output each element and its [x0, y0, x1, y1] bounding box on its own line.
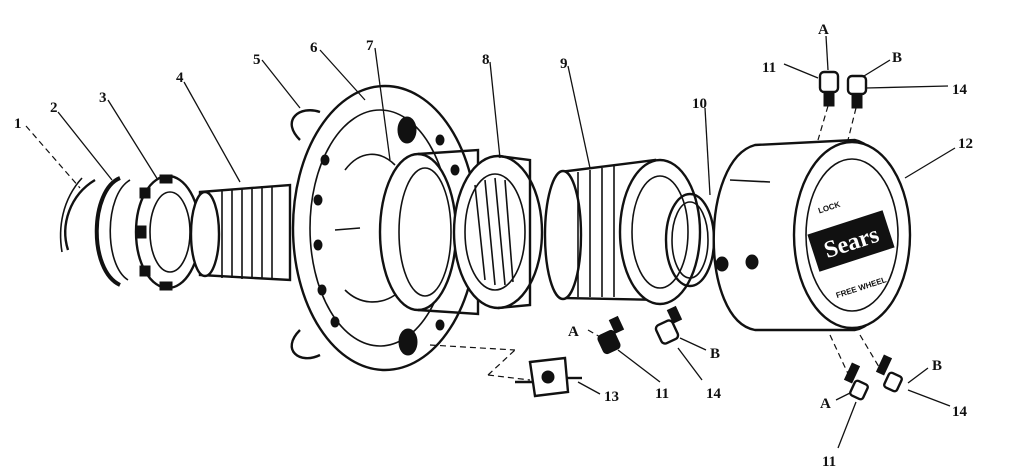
- part-1-snap-ring: [59, 177, 96, 253]
- label-top-b: B: [892, 50, 902, 66]
- label-top-14: 14: [952, 82, 968, 98]
- label-part-2: 2: [50, 100, 58, 116]
- sears-logo: Sears LOCK FREE WHEEL: [807, 200, 895, 300]
- part-13-tool: [515, 356, 582, 398]
- part-labels: 1 2 3 4 5 6 7 8 9 10 12 13: [14, 38, 973, 405]
- fastener-bot-11: [843, 362, 869, 401]
- part-9-outer-gear: [543, 158, 702, 306]
- label-mid-b: B: [710, 346, 720, 362]
- label-mid-14: 14: [706, 386, 722, 402]
- label-part-9: 9: [560, 56, 568, 72]
- fastener-top-14: [846, 74, 868, 109]
- label-part-10: 10: [692, 96, 707, 112]
- fastener-labels-middle: A B 11 14: [568, 324, 722, 402]
- label-bot-11: 11: [822, 454, 836, 470]
- label-top-11: 11: [762, 60, 776, 76]
- fastener-top-11: [818, 70, 840, 107]
- label-part-13: 13: [604, 389, 619, 405]
- label-bot-b: B: [932, 358, 942, 374]
- fastener-bot-14: [875, 354, 903, 393]
- label-part-1: 1: [14, 116, 22, 132]
- fastener-labels-bottom: B A 14 11: [820, 358, 968, 470]
- part-2-lock-ring: [94, 176, 131, 287]
- label-part-3: 3: [99, 90, 107, 106]
- fastener-mid-14: [654, 305, 683, 345]
- label-top-a: A: [818, 22, 829, 38]
- part-12-hub-cap: [712, 138, 912, 332]
- label-bot-a: A: [820, 396, 831, 412]
- part-4-splined-shaft: [189, 183, 292, 282]
- label-part-5: 5: [253, 52, 261, 68]
- label-mid-11: 11: [655, 386, 669, 402]
- label-part-8: 8: [482, 52, 490, 68]
- fastener-mid-11: [597, 315, 625, 355]
- leader-lines: [25, 35, 956, 449]
- part-8-inner-gear-ring: [452, 154, 544, 310]
- label-part-12: 12: [958, 136, 973, 152]
- label-mid-a: A: [568, 324, 579, 340]
- fastener-labels-top: A 11 B 14: [762, 22, 968, 98]
- label-bot-14: 14: [952, 404, 968, 420]
- label-part-7: 7: [366, 38, 374, 54]
- label-part-4: 4: [176, 70, 184, 86]
- label-part-6: 6: [310, 40, 318, 56]
